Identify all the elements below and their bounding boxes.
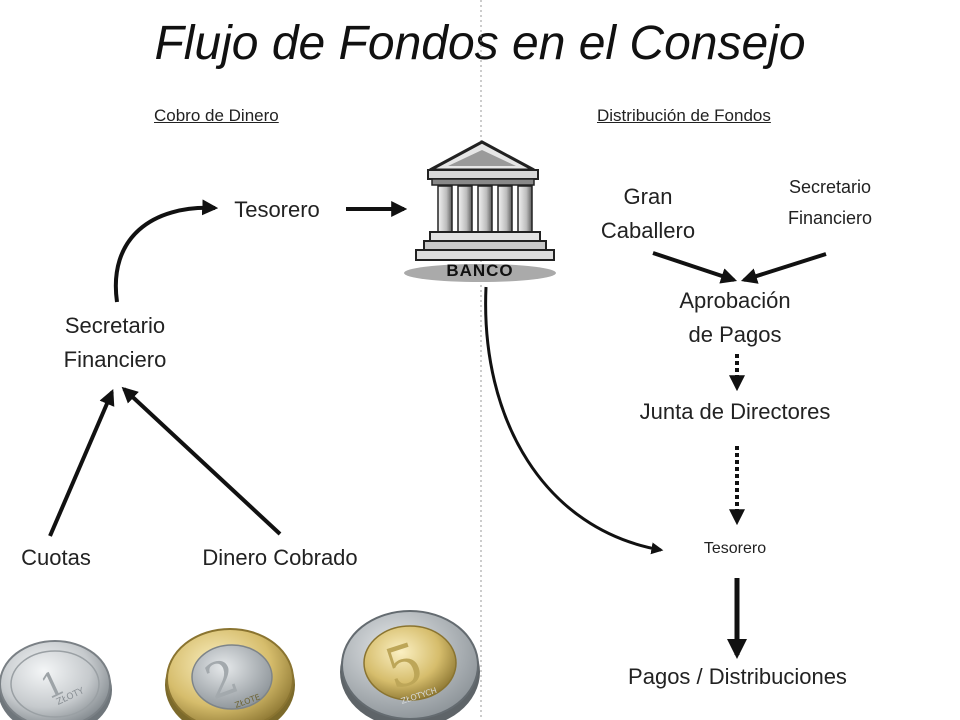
- section-heading-cobro: Cobro de Dinero: [154, 106, 279, 125]
- label-cuotas: Cuotas: [21, 545, 91, 570]
- arrow-gran-to-aprobacion: [652, 251, 738, 284]
- section-heading-distribucion: Distribución de Fondos: [597, 106, 771, 125]
- coin-1-zloty: [0, 640, 112, 720]
- coin-2-zlote: [165, 628, 295, 720]
- label-junta-directores: Junta de Directores: [639, 399, 831, 424]
- bank-label: BANCO: [446, 261, 514, 280]
- label-aprobacion-line1: Aprobación: [679, 288, 791, 313]
- label-tesorero-right: Tesorero: [703, 540, 767, 557]
- arrow-dinero-to-secretario: [121, 386, 282, 536]
- label-aprobacion-line2: de Pagos: [688, 322, 782, 347]
- arrow-cuotas-to-secretario: [48, 389, 115, 537]
- label-secretario-right-line1: Secretario: [788, 177, 872, 197]
- label-gran-caballero-line2: Caballero: [600, 218, 696, 243]
- arrow-secretario-to-tesorero: [113, 199, 219, 303]
- label-secretario-left-line2: Financiero: [63, 347, 167, 372]
- label-secretario-right-line2: Financiero: [787, 208, 873, 228]
- label-secretario-left: Secretario Financiero: [30, 309, 200, 377]
- label-secretario-left-line1: Secretario: [64, 313, 166, 338]
- label-gran-caballero-line1: Gran: [623, 184, 673, 209]
- label-tesorero-left: Tesorero: [234, 197, 320, 222]
- arrow-banco-to-tesorero: [484, 286, 664, 555]
- label-gran-caballero: Gran Caballero: [583, 180, 713, 248]
- bank-icon: [404, 140, 556, 282]
- label-aprobacion-pagos: Aprobación de Pagos: [645, 284, 825, 352]
- label-pagos-distribuciones: Pagos / Distribuciones: [628, 664, 847, 689]
- label-secretario-right: Secretario Financiero: [760, 172, 900, 234]
- coin-5-zlotych: [340, 610, 480, 720]
- arrow-secretario-to-aprobacion: [740, 252, 827, 284]
- label-dinero-cobrado: Dinero Cobrado: [202, 545, 358, 570]
- page-title: Flujo de Fondos en el Consejo: [154, 17, 806, 70]
